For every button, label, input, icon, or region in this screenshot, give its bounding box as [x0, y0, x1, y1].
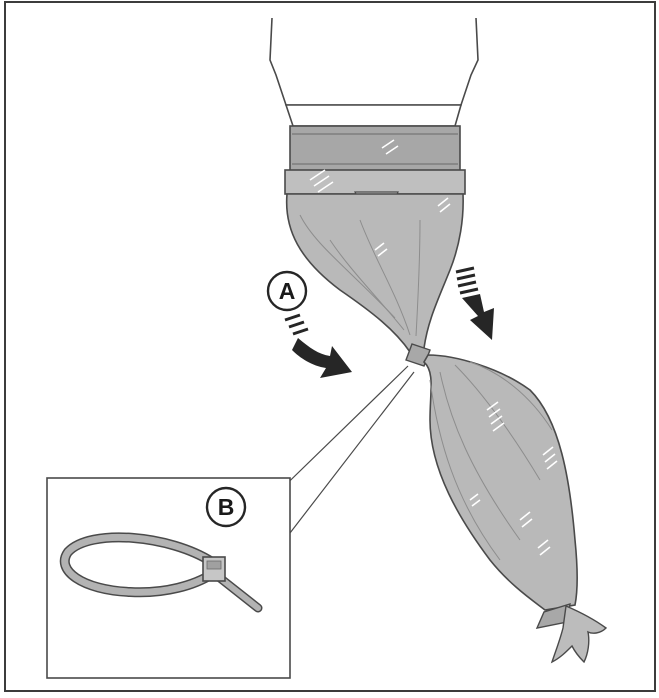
bottom-tie-band	[535, 602, 571, 629]
bag-lower-wrinkles	[429, 361, 553, 561]
bin-upper-housing	[269, 17, 479, 106]
cable-tie-tail-inner	[217, 575, 261, 611]
bag-upper-section	[285, 193, 464, 353]
ring-top-band	[289, 125, 461, 173]
arrow-right-down	[455, 266, 494, 340]
bag-upper-wrinkles	[299, 214, 421, 337]
callout-a: A	[266, 270, 308, 312]
callout-b: B	[205, 486, 247, 528]
arrow-right-shaft	[462, 294, 494, 340]
figure-frame	[4, 1, 656, 692]
arrow-left-down	[284, 313, 352, 378]
cable-tie-illustration	[59, 532, 263, 613]
arrow-left-shaft	[292, 338, 352, 378]
callout-b-label: B	[218, 494, 235, 520]
detail-inset-box	[46, 477, 291, 679]
arrow-right-streaks	[455, 266, 479, 295]
ring-bottom-band	[284, 169, 466, 195]
callout-a-label: A	[279, 278, 296, 304]
dust-bin-body	[269, 17, 479, 127]
bag-upper-highlights	[309, 139, 451, 257]
bag-bottom-knot	[535, 602, 608, 664]
bag-lower-highlights	[469, 401, 558, 556]
bag-lower-section	[422, 354, 579, 611]
arrow-left-streaks	[284, 313, 309, 336]
cable-tie-strap-inner	[61, 533, 214, 596]
bin-lower-housing	[284, 104, 463, 127]
bag-end-frill	[550, 604, 608, 664]
